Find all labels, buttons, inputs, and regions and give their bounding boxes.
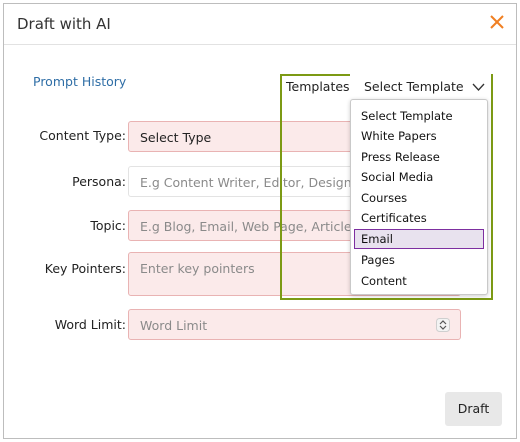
- topic-label: Topic:: [90, 218, 126, 233]
- persona-label: Persona:: [72, 174, 126, 189]
- key-pointers-placeholder: Enter key pointers: [140, 261, 255, 276]
- word-limit-placeholder: Word Limit: [140, 318, 208, 333]
- template-dropdown: Select Template White Papers Press Relea…: [350, 99, 488, 295]
- template-select-value: Select Template: [364, 79, 464, 94]
- content-type-label: Content Type:: [39, 128, 126, 143]
- word-limit-input[interactable]: Word Limit: [128, 309, 461, 340]
- template-option-select-template[interactable]: Select Template: [361, 109, 453, 123]
- prompt-history-link[interactable]: Prompt History: [33, 74, 127, 89]
- dialog-title: Draft with AI: [17, 15, 111, 33]
- template-option-content[interactable]: Content: [361, 274, 407, 288]
- template-option-social-media[interactable]: Social Media: [361, 170, 434, 184]
- dialog-header: Draft with AI: [4, 4, 516, 45]
- close-icon[interactable]: [486, 11, 508, 33]
- template-option-email[interactable]: Email: [354, 229, 484, 249]
- stepper-icon[interactable]: [436, 318, 450, 332]
- topic-placeholder: E.g Blog, Email, Web Page, Article: [140, 219, 352, 234]
- template-option-pages[interactable]: Pages: [361, 253, 395, 267]
- word-limit-label: Word Limit:: [54, 317, 126, 332]
- chevron-down-icon: [472, 80, 485, 91]
- template-option-courses[interactable]: Courses: [361, 191, 408, 205]
- draft-button[interactable]: Draft: [445, 392, 502, 426]
- content-type-value: Select Type: [140, 130, 212, 145]
- template-option-certificates[interactable]: Certificates: [361, 211, 427, 225]
- key-pointers-label: Key Pointers:: [44, 261, 126, 276]
- template-select[interactable]: Select Template: [350, 74, 491, 98]
- templates-label: Templates:: [286, 79, 354, 94]
- persona-placeholder: E.g Content Writer, Editor, Designer, A: [140, 175, 381, 190]
- template-option-press-release[interactable]: Press Release: [361, 150, 440, 164]
- template-option-white-papers[interactable]: White Papers: [361, 129, 437, 143]
